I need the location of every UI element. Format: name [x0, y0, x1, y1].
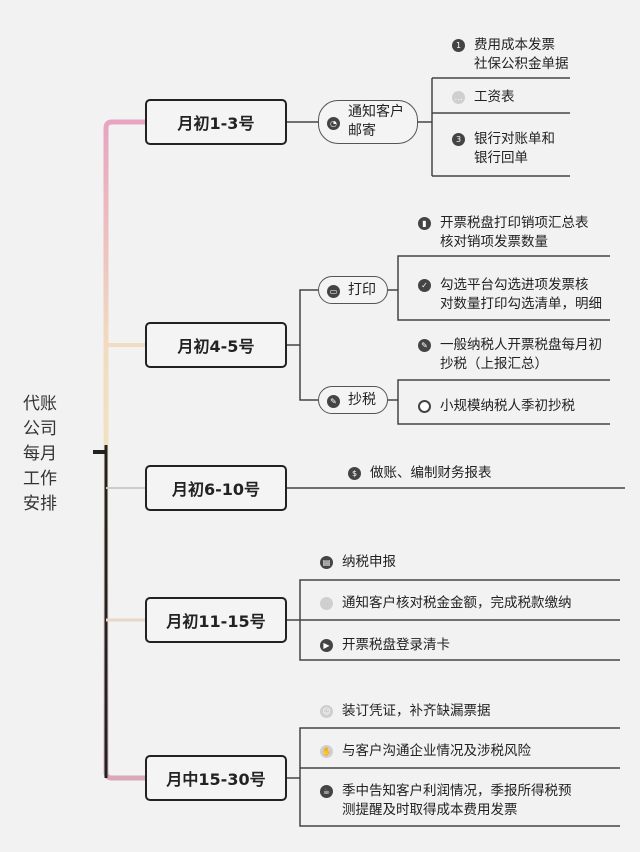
document-icon: ▤ [320, 556, 333, 569]
phase-node-5: 月中15-30号 [145, 755, 287, 801]
sub-label: 通知客户邮寄 [348, 104, 404, 139]
dots-icon: … [452, 91, 465, 104]
phase-node-2: 月初4-5号 [145, 322, 287, 368]
number-three-icon: 3 [452, 133, 465, 146]
root-char: 代账 [23, 394, 57, 414]
edit-icon: ✎ [418, 339, 431, 352]
leaf-item: ▮ 开票税盘打印销项汇总表核对销项发票数量 [418, 214, 589, 252]
clock-icon [418, 400, 431, 413]
sub-label: 打印 [348, 281, 376, 298]
pencil-icon: ✎ [327, 395, 340, 408]
leaf-item: 通知客户核对税金金额，完成税款缴纳 [320, 594, 572, 613]
pie-chart-icon: ◔ [327, 117, 340, 130]
phase-label: 月初1-3号 [177, 114, 255, 133]
leaf-item: ☕ 季中告知客户利润情况，季报所得税预测提醒及时取得成本费用发票 [320, 782, 572, 820]
sub-node-print: ▭ 打印 [318, 276, 388, 304]
hand-icon: ✋ [320, 745, 333, 758]
printer-icon: ▭ [327, 285, 340, 298]
leaf-item: $ 做账、编制财务报表 [348, 464, 492, 483]
leaf-item: 1 费用成本发票社保公积金单据 [452, 36, 569, 74]
dollar-icon: $ [348, 467, 361, 480]
root-title: 代账 公司 每月 工作 安排 [18, 392, 62, 517]
phase-node-4: 月初11-15号 [145, 597, 287, 643]
sub-node-notify: ◔ 通知客户邮寄 [318, 100, 418, 144]
leaf-item: ☺ 装订凭证，补齐缺漏票据 [320, 702, 491, 721]
phase-label: 月中15-30号 [166, 770, 266, 789]
circle-icon [320, 597, 333, 610]
chart-icon: ▮ [418, 217, 431, 230]
root-char: 工作 [23, 469, 57, 489]
phase-node-1: 月初1-3号 [145, 99, 287, 145]
number-one-icon: 1 [452, 39, 465, 52]
sub-label: 抄税 [348, 391, 376, 408]
leaf-item: ▶ 开票税盘登录清卡 [320, 636, 450, 655]
leaf-item: ✋ 与客户沟通企业情况及涉税风险 [320, 743, 531, 759]
phase-label: 月初4-5号 [177, 337, 255, 356]
leaf-item: … 工资表 [452, 88, 515, 107]
leaf-item: ✓ 勾选平台勾选进项发票核对数量打印勾选清单，明细 [418, 276, 602, 314]
smile-icon: ☺ [320, 705, 333, 718]
leaf-item: 3 银行对账单和银行回单 [452, 130, 555, 168]
check-icon: ✓ [418, 279, 431, 292]
phase-label: 月初6-10号 [171, 480, 261, 499]
trunk-line [103, 119, 145, 781]
root-char: 安排 [23, 494, 57, 514]
leaf-item: ✎ 一般纳税人开票税盘每月初抄税（上报汇总） [418, 336, 602, 374]
root-char: 每月 [23, 444, 57, 464]
sub-node-copy-tax: ✎ 抄税 [318, 386, 388, 414]
phase-label: 月初11-15号 [166, 612, 266, 631]
play-icon: ▶ [320, 639, 333, 652]
root-char: 公司 [23, 419, 57, 439]
cup-icon: ☕ [320, 785, 333, 798]
leaf-item: 小规模纳税人季初抄税 [418, 397, 575, 416]
leaf-item: ▤ 纳税申报 [320, 553, 396, 572]
phase-node-3: 月初6-10号 [145, 465, 287, 511]
